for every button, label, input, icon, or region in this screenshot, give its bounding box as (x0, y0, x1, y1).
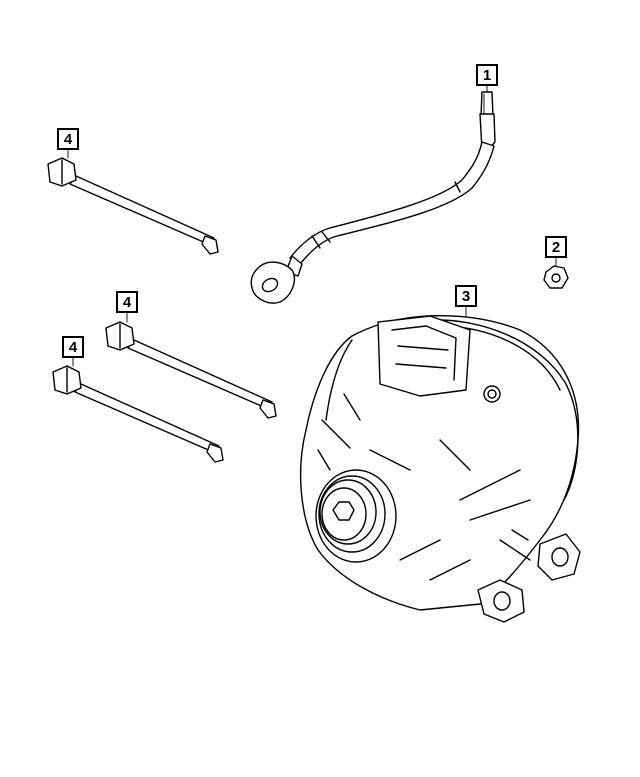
callout-1: 1 (476, 64, 498, 86)
callout-4-middle: 4 (116, 291, 138, 313)
nut (543, 265, 569, 289)
leader-lines (67, 85, 557, 367)
callout-3: 3 (455, 285, 477, 307)
callout-4-top: 4 (57, 128, 79, 150)
bolt-top-left (47, 157, 219, 255)
bolt-lower-left (52, 365, 224, 463)
alternator (299, 315, 581, 623)
bolt-middle (105, 321, 277, 419)
battery-cable (250, 91, 496, 304)
callout-4-lower: 4 (62, 336, 84, 358)
callout-2: 2 (545, 236, 567, 258)
